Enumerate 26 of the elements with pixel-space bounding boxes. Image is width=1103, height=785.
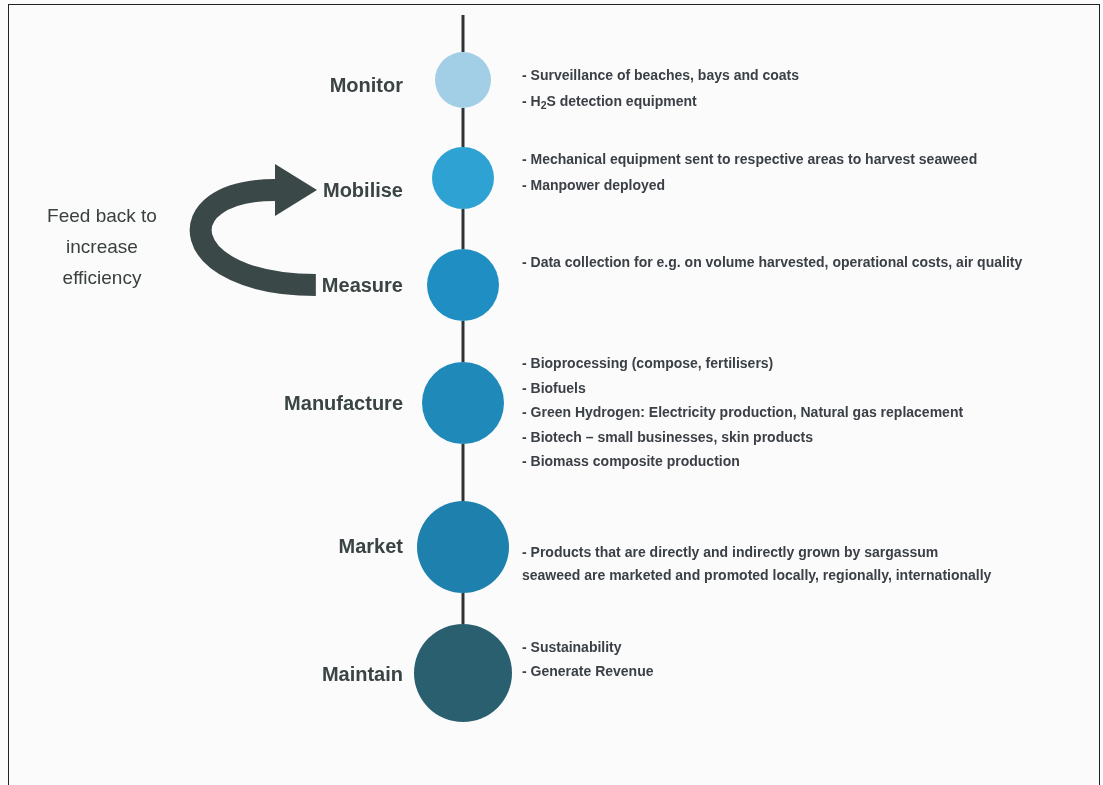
bullet-text: - H$_{2}$S detection equipment bbox=[522, 92, 698, 113]
timeline-line bbox=[461, 593, 465, 624]
stage-name: Manufacture bbox=[284, 391, 403, 415]
timeline-line bbox=[461, 108, 465, 147]
bullet-text: - Surveillance of beaches, bays and coats bbox=[522, 66, 800, 85]
timeline-line bbox=[461, 15, 465, 52]
bullet-text: - Biofuels bbox=[522, 378, 587, 398]
timeline-line bbox=[461, 444, 465, 501]
stage-name: Monitor bbox=[329, 73, 403, 97]
bullet-text: - Sustainability bbox=[522, 638, 623, 657]
bullet-text: - Data collection for e.g. on volume harvested, operational costs, air quality bbox=[522, 253, 1024, 272]
bullet-text: - Biomass composite production bbox=[522, 452, 741, 471]
bullet-text: - Generate Revenue bbox=[522, 662, 655, 681]
bullet-text: - Biotech – small businesses, skin products bbox=[522, 427, 814, 447]
feedback-arrow bbox=[190, 164, 317, 296]
timeline-line bbox=[461, 209, 465, 249]
stage-name: Market bbox=[338, 534, 403, 558]
bullet-text: - Manpower deployed bbox=[522, 176, 667, 195]
bullet-text: - Green Hydrogen: Electricity production, Natural gas replacement bbox=[522, 403, 965, 422]
bullet-text: - Bioprocessing (compose, fertilisers) bbox=[522, 354, 775, 373]
bullet-text: - Products that are directly and indirectly grown by sargassum seaweed are marketed and promoted locally, regionally, internationally bbox=[522, 543, 992, 585]
stage-name: Mobilise bbox=[323, 178, 403, 202]
stage-name: Measure bbox=[321, 273, 403, 297]
timeline-line bbox=[461, 321, 465, 362]
stage-name: Maintain bbox=[321, 662, 403, 686]
bullet-text: - Mechanical equipment sent to respective areas to harvest seaweed bbox=[522, 150, 979, 169]
